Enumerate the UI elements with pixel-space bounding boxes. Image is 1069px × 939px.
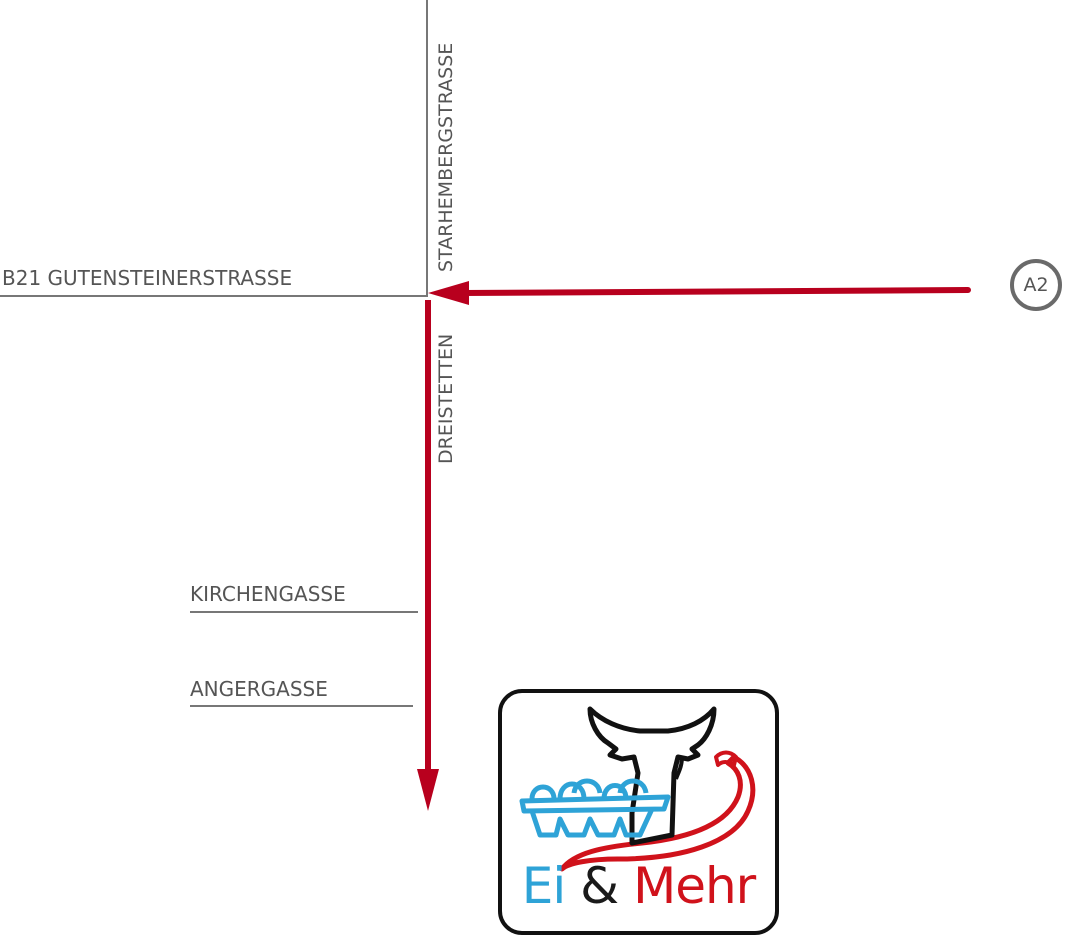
cow-head-icon (587, 706, 717, 846)
logo-artwork (519, 706, 756, 872)
label-b21-gutensteinerstrasse: B21 GUTENSTEINERSTRASSE (2, 266, 293, 290)
chili-pepper-icon (559, 750, 756, 872)
route-arrowhead-south (417, 769, 439, 811)
highway-a2-badge: A2 (1010, 259, 1062, 311)
highway-a2-label: A2 (1023, 274, 1049, 296)
logo-wordmark: Ei & Mehr (502, 861, 775, 911)
route-arrowhead-west (428, 281, 469, 305)
label-dreistetten: DREISTETTEN (435, 333, 457, 464)
route-line-from-a2 (459, 287, 971, 296)
label-starhembergstrasse: STARHEMBERGSTRASSE (435, 42, 457, 272)
wordmark-ampersand: & (580, 857, 619, 915)
ei-und-mehr-logo: Ei & Mehr (498, 689, 779, 935)
label-angergasse: ANGERGASSE (190, 677, 328, 701)
wordmark-ei: Ei (521, 857, 566, 915)
egg-carton-icon (519, 778, 671, 838)
label-kirchengasse: KIRCHENGASSE (190, 582, 346, 606)
wordmark-mehr: Mehr (633, 857, 756, 915)
